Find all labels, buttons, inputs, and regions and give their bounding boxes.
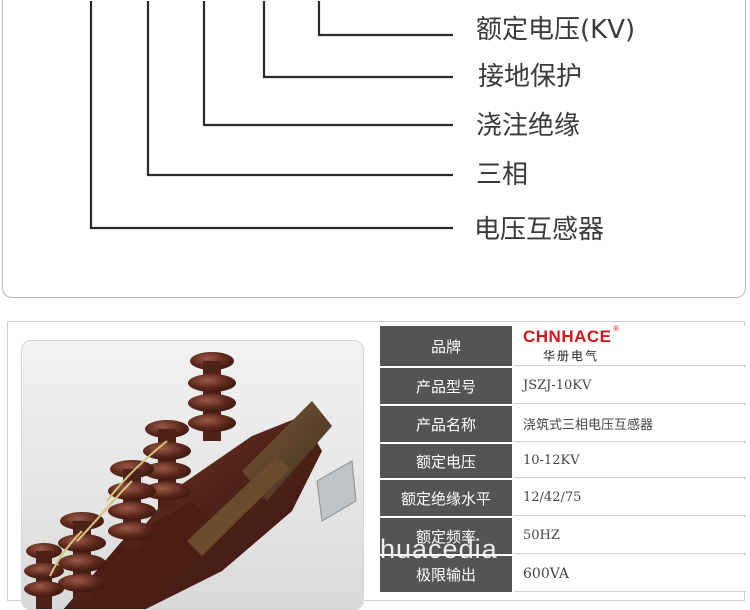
- spec-value-name: 浇筑式三相电压互感器: [514, 406, 746, 442]
- spec-value-insulation-level: 12/42/75: [514, 480, 746, 516]
- brand-logo-wordmark: CHNHACE: [523, 326, 612, 346]
- spec-value-frequency: 50HZ: [514, 518, 746, 554]
- legend-label-ground-protection: 接地保护: [478, 62, 583, 92]
- legend-label-three-phase: 三相: [476, 160, 529, 190]
- legend-label-voltage-transformer: 电压互感器: [474, 215, 605, 245]
- legend-bracket-lines: [89, 1, 453, 230]
- table-row: 品牌 CHNHACE® 华册电气: [380, 324, 746, 366]
- spec-key-model: 产品型号: [380, 368, 512, 404]
- voltage-transformer-photo-icon: [24, 352, 357, 609]
- spec-key-name: 产品名称: [380, 406, 512, 442]
- legend-label-rated-voltage: 额定电压(KV): [476, 15, 636, 45]
- brand-logo-text: CHNHACE®: [523, 324, 619, 346]
- spec-key-brand: 品牌: [380, 326, 512, 366]
- spec-key-insulation-level: 额定绝缘水平: [380, 480, 512, 516]
- table-row: 额定绝缘水平 12/42/75: [380, 480, 746, 516]
- registered-mark: ®: [613, 323, 620, 333]
- brand-chinese-name: 华册电气: [543, 348, 600, 363]
- table-row: 产品型号 JSZJ-10KV: [380, 368, 746, 404]
- product-photo: [21, 340, 364, 610]
- watermark: huacedia: [380, 534, 498, 564]
- spec-key-rated-voltage: 额定电压: [380, 444, 512, 478]
- model-code-legend: [2, 0, 746, 298]
- table-row: 额定频率 50HZ: [380, 518, 746, 554]
- legend-label-cast-insulation: 浇注绝缘: [476, 111, 581, 141]
- brand-logo: CHNHACE® 华册电气: [514, 324, 746, 366]
- spec-value-rated-voltage: 10-12KV: [514, 444, 746, 478]
- table-row: 额定电压 10-12KV: [380, 444, 746, 478]
- table-row: 产品名称 浇筑式三相电压互感器: [380, 406, 746, 442]
- spec-key-frequency: 额定频率: [380, 518, 512, 554]
- table-row: 极限输出 600VA: [380, 556, 746, 592]
- spec-key-max-output: 极限输出: [380, 556, 512, 592]
- spec-value-model: JSZJ-10KV: [514, 368, 746, 404]
- spec-value-max-output: 600VA: [514, 556, 746, 592]
